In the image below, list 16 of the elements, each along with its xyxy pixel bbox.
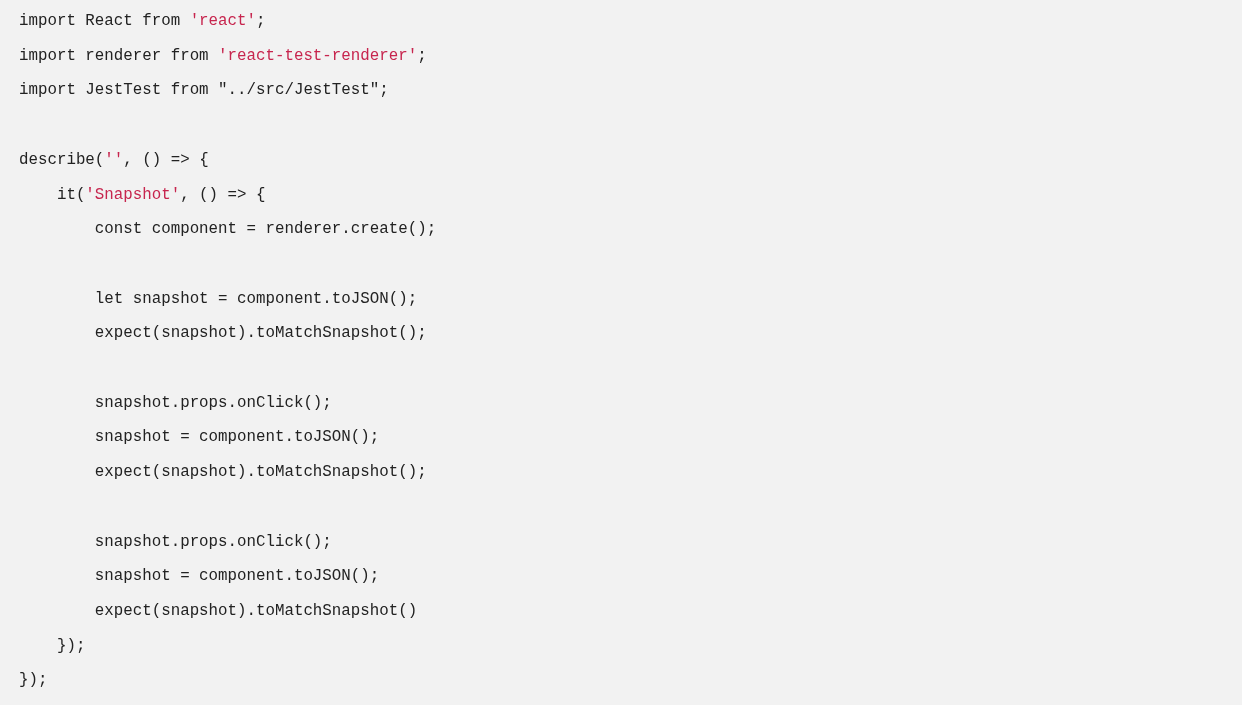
code-line: describe('', () => { — [19, 149, 209, 170]
code-line: const component = renderer.create(); — [93, 219, 437, 240]
code-line: snapshot.props.onClick(); — [93, 392, 332, 413]
code-line: it('Snapshot', () => { — [55, 184, 266, 205]
code-line: import React from 'react'; — [19, 11, 266, 31]
code-line: let snapshot = component.toJSON(); — [93, 288, 418, 309]
code-line: }); — [55, 635, 86, 656]
code-line: expect(snapshot).toMatchSnapshot(); — [93, 462, 427, 483]
code-line: expect(snapshot).toMatchSnapshot() — [93, 600, 418, 621]
code-line: import renderer from 'react-test-renderer'; — [19, 45, 427, 66]
code-line: snapshot = component.toJSON(); — [93, 427, 380, 448]
code-line: expect(snapshot).toMatchSnapshot(); — [93, 323, 427, 344]
code-line: snapshot = component.toJSON(); — [93, 566, 380, 587]
code-line: }); — [19, 670, 48, 691]
code-line: import JestTest from "../src/JestTest"; — [19, 80, 389, 101]
code-line: snapshot.props.onClick(); — [93, 531, 332, 552]
